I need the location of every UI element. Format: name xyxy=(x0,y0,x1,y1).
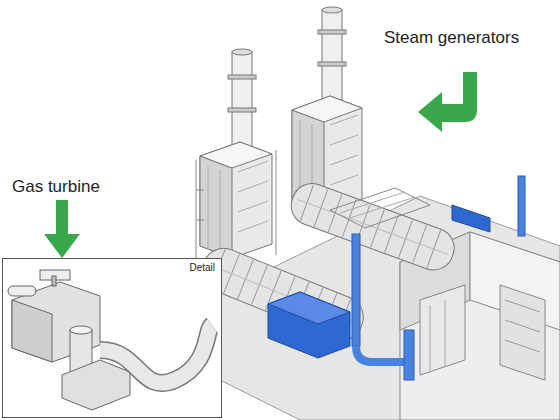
steel-frame-part xyxy=(350,197,415,218)
steam-generator-part xyxy=(318,30,346,34)
building-part xyxy=(505,320,540,332)
steam-generator-part xyxy=(322,7,342,13)
gas-turbine-detail-part xyxy=(100,325,212,383)
steam-generator-part xyxy=(196,150,276,265)
steam-generator-part xyxy=(220,170,221,254)
steam-generator-part xyxy=(238,201,268,212)
steam-generator-part xyxy=(238,221,268,232)
inset-frame: Detail xyxy=(2,258,222,418)
blue-equipment-part xyxy=(356,346,410,362)
pointer-arrow-part xyxy=(44,200,80,258)
gas-turbine-detail-part xyxy=(62,360,130,410)
steam-generator-part xyxy=(232,49,252,55)
inset-title: Detail xyxy=(189,262,215,273)
turbine-enclosure-part xyxy=(286,178,460,276)
callout-label: Gas turbine xyxy=(12,177,100,197)
steam-generator-part xyxy=(330,115,358,125)
pointer-arrow xyxy=(44,72,477,258)
building-part xyxy=(430,305,431,370)
building-part xyxy=(500,285,545,380)
steam-generator xyxy=(196,49,276,265)
steam-generator-part xyxy=(200,156,232,258)
steam-generator-part xyxy=(318,62,346,66)
gas-turbine-detail-part xyxy=(100,325,212,383)
steel-frame-part xyxy=(330,188,430,228)
steam-generator-part xyxy=(322,10,342,100)
turbine-enclosure xyxy=(286,178,460,276)
blue-equipment-part xyxy=(268,292,350,358)
steam-generator-part xyxy=(228,75,256,79)
steel-frame xyxy=(330,188,430,228)
blue-equipment-part xyxy=(404,330,414,380)
steam-generator-part xyxy=(200,142,272,258)
steam-generator-part xyxy=(330,175,358,185)
gas-turbine-detail-part xyxy=(2,258,222,418)
steam-generator-part xyxy=(228,108,256,112)
steam-generator-part xyxy=(208,166,209,250)
steam-generator-part xyxy=(238,161,268,172)
steam-generator-part xyxy=(200,142,272,168)
steam-generator xyxy=(292,7,362,214)
gas-turbine-detail xyxy=(2,258,222,418)
blue-equipment-part xyxy=(518,176,525,236)
callout-label: Steam generators xyxy=(384,28,519,48)
steam-generator-part xyxy=(330,135,358,145)
pointer-arrow-part xyxy=(418,72,477,132)
gas-turbine-detail-part xyxy=(12,300,52,362)
gas-turbine-detail-part xyxy=(52,276,56,286)
building-part xyxy=(505,340,540,352)
blue-equipment-part xyxy=(352,234,360,346)
steam-generator-part xyxy=(292,96,362,122)
steam-generator-part xyxy=(238,181,268,192)
steel-frame-part xyxy=(340,192,405,213)
blue-equipment xyxy=(452,176,525,236)
turbine-enclosure-part xyxy=(300,184,441,268)
building-part xyxy=(505,300,540,312)
blue-equipment-part xyxy=(268,292,350,324)
steam-generator-part xyxy=(232,52,252,152)
blue-equipment xyxy=(268,234,414,380)
steam-generator-part xyxy=(330,155,358,165)
gas-turbine-detail-part xyxy=(8,286,36,296)
building-part xyxy=(420,285,465,375)
gas-turbine-detail-part xyxy=(70,326,92,334)
building-part xyxy=(445,300,446,366)
blue-equipment-part xyxy=(452,205,490,232)
turbine-enclosure-part xyxy=(298,199,448,254)
